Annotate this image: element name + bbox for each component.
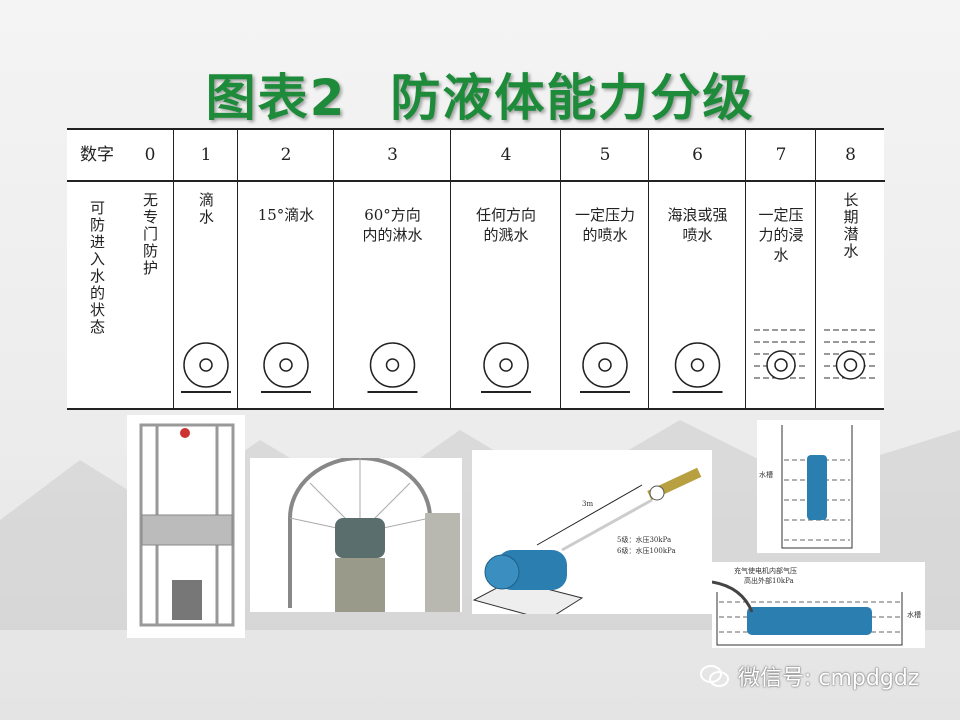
rating-desc: 15°滴水 — [257, 206, 315, 224]
rating-column-3: 3 60°方向内的淋水 — [333, 130, 451, 408]
rating-column-7: 7 一定压力的浸水 — [745, 130, 816, 408]
rating-digit: 7 — [746, 130, 816, 182]
horizontal-immersion-diagram: 充气使电机内部气压 高出外部10kPa 水槽 — [712, 562, 925, 648]
rating-column-2: 2 15°滴水 — [237, 130, 334, 408]
title-part1: 图表2 — [205, 69, 347, 127]
test-rig-illustration — [139, 423, 235, 627]
motor-water-icon — [824, 329, 877, 380]
rating-digit: 3 — [334, 130, 451, 182]
rating-digit: 0 — [127, 130, 173, 182]
motor-water-icon — [127, 320, 173, 400]
rating-column-4: 4 任何方向的溅水 — [450, 130, 561, 408]
watermark-text: 微信号: cmpdgdz — [738, 666, 920, 691]
drip-test-rig-photo — [127, 415, 245, 638]
vertical-immersion-illustration — [781, 425, 853, 549]
page-title: 图表2 防液体能力分级 — [0, 58, 960, 130]
rating-desc: 滴水 — [197, 192, 215, 226]
grade5-pressure: 5级：水压30kPa — [617, 536, 672, 544]
tank-label: 水槽 — [759, 471, 773, 479]
motor-water-icon — [181, 342, 231, 393]
rating-digit: 5 — [561, 130, 649, 182]
horizontal-immersion-illustration — [712, 580, 903, 646]
motor-water-icon — [672, 342, 723, 393]
rating-desc: 一定压力的喷水 — [574, 206, 635, 244]
spray-test-illustration — [472, 467, 702, 614]
label-column: 数字 可防进入水的状态 — [67, 130, 127, 408]
rating-desc: 海浪或强喷水 — [667, 206, 728, 244]
rating-column-0: 0 无专门防护 — [127, 130, 173, 408]
distance-label: 3m — [582, 500, 594, 508]
wechat-icon — [700, 665, 729, 687]
rating-desc: 一定压力的浸水 — [758, 206, 804, 264]
rating-digit: 8 — [816, 130, 885, 182]
vertical-immersion-diagram: 水槽 — [757, 420, 880, 553]
rating-column-1: 1 滴水 — [173, 130, 238, 408]
rating-column-5: 5 一定压力的喷水 — [560, 130, 649, 408]
oscillating-tube-illustration — [288, 458, 460, 612]
motor-water-icon — [367, 342, 418, 393]
header-label: 数字 — [67, 130, 127, 182]
pressure-note-2: 高出外部10kPa — [744, 577, 794, 585]
motor-water-icon — [261, 342, 311, 393]
rating-column-6: 6 海浪或强喷水 — [648, 130, 746, 408]
ip-rating-table: 数字 可防进入水的状态 0 无专门防护 1 滴水 2 15°滴水 3 60°方向… — [67, 128, 885, 410]
rating-desc: 任何方向的溅水 — [475, 206, 536, 244]
rating-digit: 2 — [238, 130, 334, 182]
row-label: 可防进入水的状态 — [88, 200, 106, 336]
motor-water-icon — [754, 329, 808, 380]
rating-desc: 无专门防护 — [141, 192, 159, 277]
rating-digit: 1 — [174, 130, 238, 182]
oscillating-tube-photo — [250, 458, 462, 612]
spray-test-diagram: 3m 5级：水压30kPa 6级：水压100kPa — [472, 450, 712, 614]
motor-water-icon — [580, 342, 630, 393]
grade6-pressure: 6级：水压100kPa — [617, 547, 676, 555]
motor-water-icon — [481, 342, 531, 393]
rating-column-8: 8 长期潜水 — [815, 130, 885, 408]
tank-label-2: 水槽 — [907, 611, 921, 619]
rating-digit: 6 — [649, 130, 746, 182]
pressure-note-1: 充气使电机内部气压 — [734, 567, 797, 575]
rating-desc: 长期潜水 — [841, 192, 860, 260]
watermark: 微信号: cmpdgdz — [700, 660, 919, 692]
rating-digit: 4 — [451, 130, 561, 182]
rating-desc: 60°方向内的淋水 — [362, 206, 423, 244]
title-part2: 防液体能力分级 — [390, 69, 755, 127]
